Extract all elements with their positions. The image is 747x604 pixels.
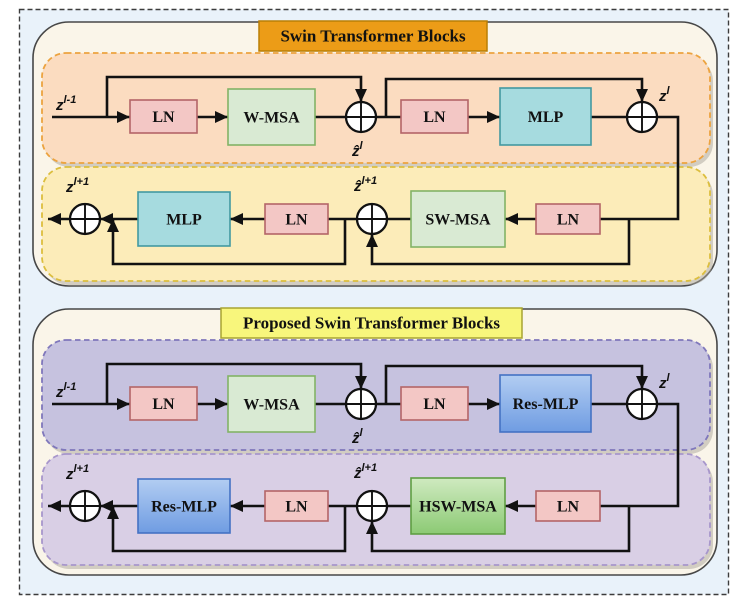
ln-block <box>129 386 198 421</box>
ln-block <box>535 203 601 235</box>
add-junction <box>625 387 659 421</box>
sw-msa-block <box>410 190 506 248</box>
ln-block <box>535 490 601 522</box>
panel-title: Proposed Swin Transformer Blocks <box>243 314 500 333</box>
block-label: LN <box>152 396 175 413</box>
add-junction <box>625 100 659 134</box>
add-junction <box>355 489 389 523</box>
block-label: MLP <box>166 212 202 229</box>
skip-connection <box>107 506 347 553</box>
block-label: SW-MSA <box>425 212 491 229</box>
proposed-swin-transformer-blocks-panel: Proposed Swin Transformer Blocks LN W-MS… <box>32 307 718 576</box>
skip-connection <box>366 219 631 266</box>
connections <box>48 75 680 266</box>
signal-label-z-l-minus-1: zl-1 <box>55 381 76 401</box>
header-swin-blocks <box>258 20 488 52</box>
signal-label-z-l-plus-1: zl+1 <box>65 463 89 483</box>
block-label: LN <box>285 499 308 516</box>
skip-connection <box>105 362 367 404</box>
block-label: HSW-MSA <box>419 499 497 516</box>
row1-to-row2-link <box>600 115 680 221</box>
block-label: LN <box>557 212 580 229</box>
signal-label-z-l-plus-1: zl+1 <box>65 176 89 196</box>
skip-connection <box>366 506 631 553</box>
block-label: LN <box>557 499 580 516</box>
block-label: LN <box>285 212 308 229</box>
skip-connection <box>384 77 648 117</box>
signal-label-z-hat-l-plus-1: ẑl+1 <box>353 175 377 195</box>
ln-block <box>264 490 329 522</box>
block-label: W-MSA <box>243 110 300 127</box>
ln-block <box>264 203 329 235</box>
header-proposed-swin-blocks <box>220 307 523 339</box>
w-msa-block <box>227 88 316 146</box>
skip-connection <box>384 364 648 404</box>
block-label: LN <box>152 109 175 126</box>
block-label: LN <box>423 109 446 126</box>
signal-label-z-hat-l: ẑl <box>351 140 364 160</box>
block-label: Res-MLP <box>513 396 579 413</box>
ln-block <box>400 386 469 421</box>
signal-label-z-l: zl <box>658 372 671 392</box>
add-junction <box>344 387 378 421</box>
signal-label-z-l: zl <box>658 85 671 105</box>
add-junction <box>355 202 389 236</box>
block-label: LN <box>423 396 446 413</box>
signal-label-z-hat-l: ẑl <box>351 427 364 447</box>
ln-block <box>400 99 469 134</box>
swin-transformer-blocks-panel: Swin Transformer Blocks LN W-MSA <box>32 20 718 287</box>
skip-connection <box>107 219 347 266</box>
row1-to-row2-link <box>600 402 680 508</box>
signal-label-z-hat-l-plus-1: ẑl+1 <box>353 462 377 482</box>
block-label: Res-MLP <box>151 499 217 516</box>
signal-label-z-l-minus-1: zl-1 <box>55 94 76 114</box>
hsw-msa-block <box>410 477 506 535</box>
panel-title: Swin Transformer Blocks <box>280 27 466 46</box>
add-junction <box>68 202 102 236</box>
connections <box>48 362 680 553</box>
mlp-block <box>137 191 231 247</box>
res-mlp-block <box>499 374 592 433</box>
w-msa-block <box>227 375 316 433</box>
mlp-block <box>499 87 592 146</box>
block-label: MLP <box>528 109 564 126</box>
res-mlp-block <box>137 478 231 534</box>
add-junction <box>68 489 102 523</box>
skip-connection <box>105 75 367 117</box>
block-label: W-MSA <box>243 397 300 414</box>
ln-block <box>129 99 198 134</box>
add-junction <box>344 100 378 134</box>
